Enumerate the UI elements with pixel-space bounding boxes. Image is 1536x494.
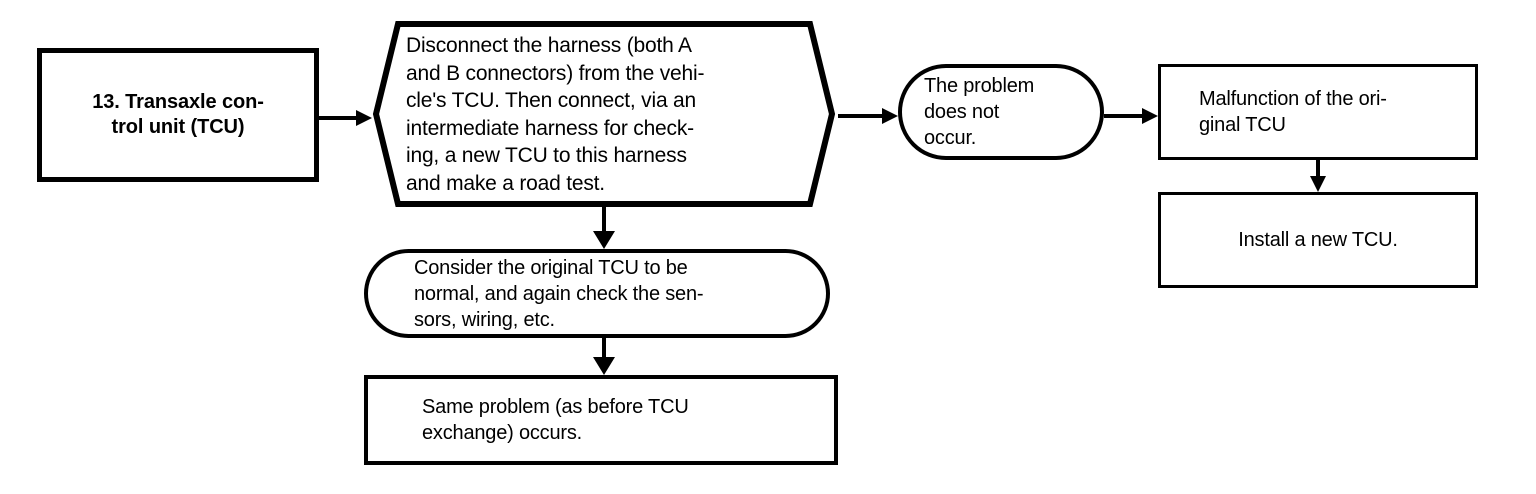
arrow-malfunction-to-install (1310, 160, 1326, 192)
node-problem-does-not-occur: The problem does not occur. (898, 64, 1104, 160)
arrow-start-to-action (319, 110, 372, 126)
arrow-action-to-consider (593, 205, 615, 249)
node-install-new-tcu-label: Install a new TCU. (1238, 229, 1398, 251)
node-consider-original-tcu-normal-label: Consider the original TCU to be normal, … (414, 256, 704, 331)
node-disconnect-harness: Disconnect the harness (both A and B con… (372, 20, 836, 208)
chevron-banner-shape (372, 21, 836, 207)
node-malfunction-original-tcu: Malfunction of the ori- ginal TCU (1158, 64, 1478, 160)
node-consider-original-tcu-normal: Consider the original TCU to be normal, … (364, 249, 830, 338)
node-problem-does-not-occur-label: The problem does not occur. (924, 75, 1035, 149)
arrow-consider-to-same (593, 338, 615, 375)
node-same-problem-occurs-label: Same problem (as before TCU exchange) oc… (422, 396, 689, 444)
node-disconnect-harness-label: Disconnect the harness (both A and B con… (406, 34, 705, 195)
node-malfunction-original-tcu-label: Malfunction of the ori- ginal TCU (1199, 88, 1387, 136)
arrow-result-to-malfunction (1104, 108, 1158, 124)
node-transaxle-control-unit-label: 13. Transaxle con- trol unit (TCU) (92, 91, 264, 138)
arrow-action-to-result (838, 108, 898, 124)
node-install-new-tcu: Install a new TCU. (1158, 192, 1478, 288)
node-same-problem-occurs: Same problem (as before TCU exchange) oc… (364, 375, 838, 465)
node-transaxle-control-unit: 13. Transaxle con- trol unit (TCU) (37, 48, 319, 182)
